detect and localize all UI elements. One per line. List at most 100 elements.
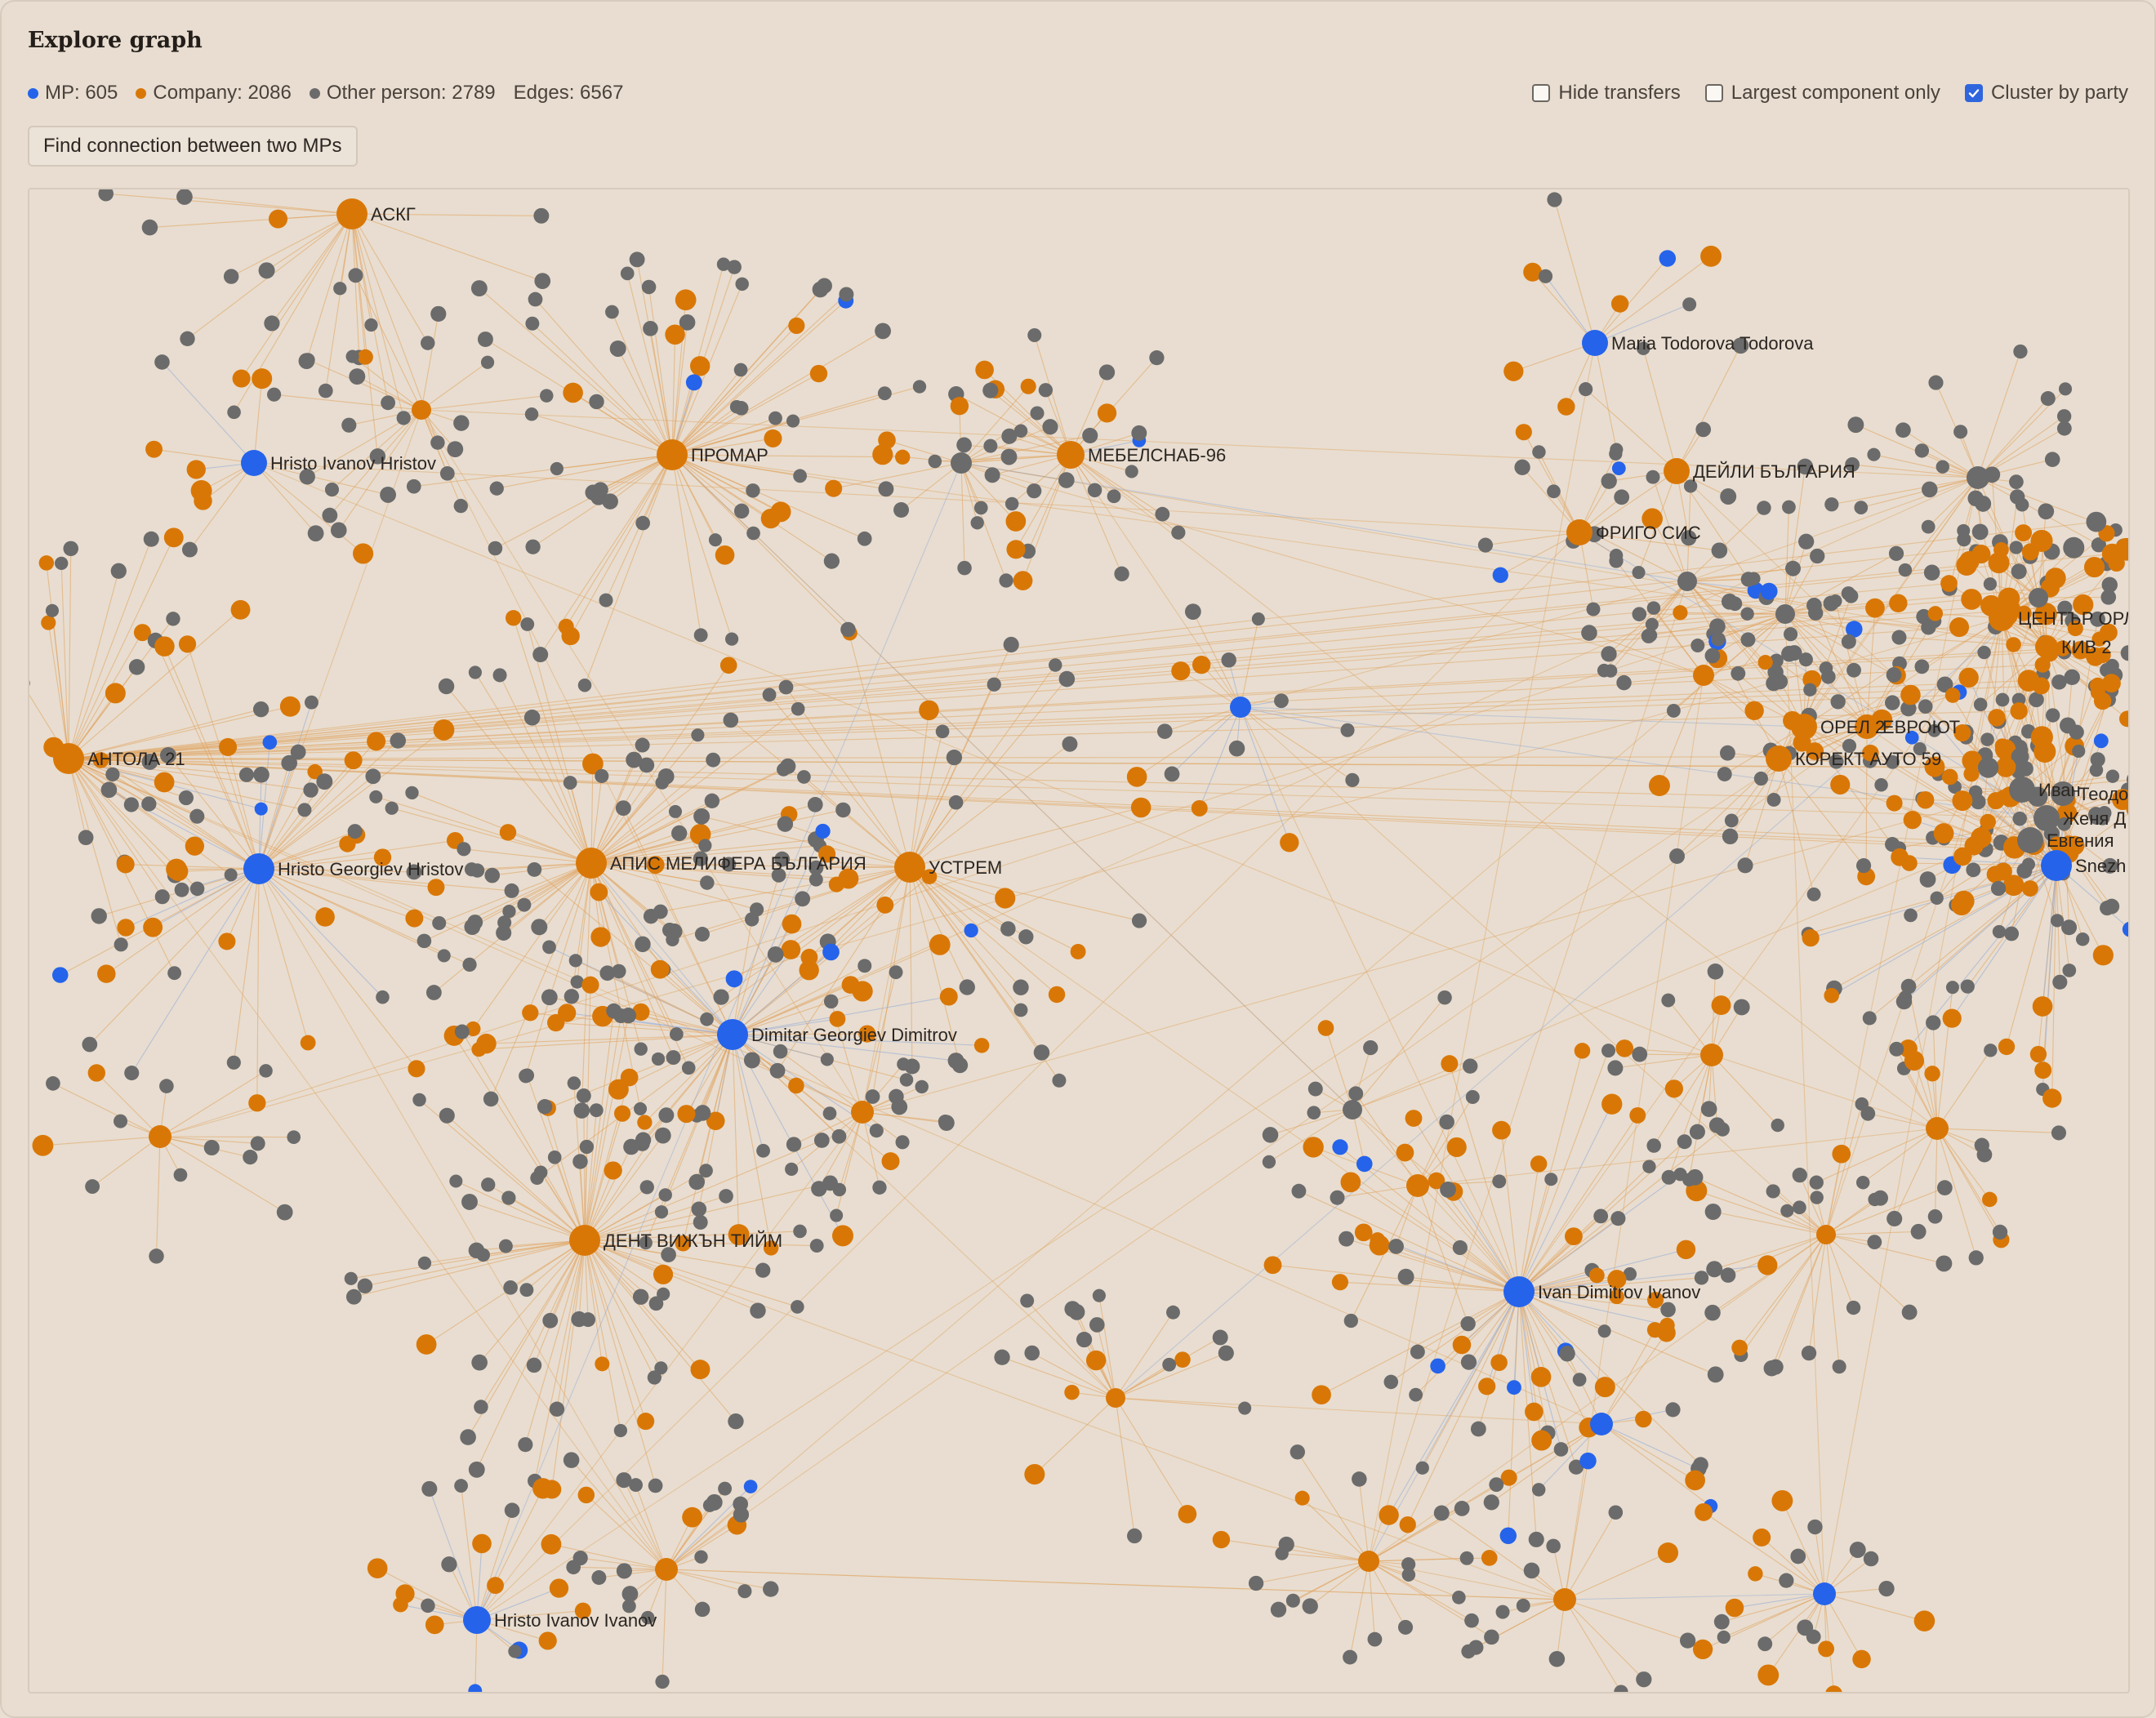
company-node[interactable] <box>841 976 860 995</box>
company-node[interactable] <box>230 599 251 620</box>
cluster-node[interactable] <box>1940 575 1958 592</box>
person-node[interactable] <box>2015 497 2029 512</box>
person-node[interactable] <box>1841 586 1855 601</box>
person-node[interactable] <box>813 1133 830 1148</box>
company-node[interactable] <box>1647 1291 1664 1308</box>
person-node[interactable] <box>746 526 760 541</box>
company-node[interactable] <box>1731 1339 1748 1356</box>
person-node[interactable] <box>2101 576 2118 594</box>
company-node[interactable] <box>541 1533 562 1555</box>
person-node[interactable] <box>78 830 94 846</box>
person-node[interactable] <box>702 1498 717 1512</box>
person-node[interactable] <box>1863 1551 1879 1567</box>
person-node[interactable] <box>1886 667 1902 683</box>
company-node[interactable] <box>472 1533 492 1554</box>
company-node[interactable] <box>2112 789 2128 811</box>
person-node[interactable] <box>303 782 318 798</box>
person-node[interactable] <box>786 414 800 428</box>
person-node[interactable] <box>437 949 451 963</box>
person-node[interactable] <box>304 695 318 710</box>
person-node[interactable] <box>1976 1146 1993 1163</box>
company-node[interactable] <box>858 1025 876 1043</box>
person-node[interactable] <box>166 612 180 626</box>
person-node[interactable] <box>1669 848 1686 865</box>
company-node[interactable] <box>1904 1050 1925 1071</box>
company-node[interactable] <box>1862 744 1879 762</box>
company-node[interactable] <box>728 1224 750 1246</box>
person-node[interactable] <box>1171 525 1186 540</box>
person-node[interactable] <box>947 1053 964 1069</box>
person-node[interactable] <box>457 842 471 857</box>
person-node[interactable] <box>1291 1183 1307 1199</box>
person-node[interactable] <box>1459 1551 1474 1565</box>
person-node[interactable] <box>1977 645 1991 660</box>
person-node[interactable] <box>1724 813 1739 828</box>
person-node[interactable] <box>1953 425 1968 439</box>
person-node[interactable] <box>735 277 749 292</box>
cluster-node[interactable] <box>1962 750 1983 772</box>
person-node[interactable] <box>542 940 556 955</box>
mp-node-hub[interactable] <box>1813 1582 1836 1605</box>
person-node[interactable] <box>1463 1058 1478 1074</box>
person-node[interactable] <box>1367 1631 1383 1647</box>
person-node[interactable] <box>430 435 445 450</box>
person-node[interactable] <box>2011 563 2027 580</box>
person-node[interactable] <box>1068 1304 1085 1320</box>
company-node[interactable] <box>1594 1377 1615 1398</box>
person-node[interactable] <box>1221 652 1236 668</box>
person-node[interactable] <box>1609 447 1623 461</box>
person-node[interactable] <box>893 502 910 518</box>
largest-component-label[interactable]: Largest component only <box>1731 82 1940 104</box>
person-node[interactable] <box>2021 857 2035 871</box>
person-node[interactable] <box>599 965 616 981</box>
company-node[interactable] <box>2034 1062 2052 1079</box>
company-node[interactable] <box>929 934 951 955</box>
person-node[interactable] <box>718 1481 733 1496</box>
person-node[interactable] <box>1614 1685 1628 1692</box>
person-node[interactable] <box>733 1496 749 1512</box>
person-node[interactable] <box>2072 744 2086 759</box>
company-node[interactable] <box>1048 986 1066 1004</box>
person-node[interactable] <box>635 737 650 753</box>
person-node[interactable] <box>441 1556 457 1573</box>
person-node[interactable] <box>807 797 823 812</box>
person-node[interactable] <box>809 1239 824 1253</box>
person-node[interactable] <box>700 1012 714 1026</box>
company-node[interactable] <box>499 824 517 841</box>
company-node[interactable] <box>1530 1155 1548 1173</box>
person-node[interactable] <box>733 363 748 377</box>
cluster-node[interactable] <box>2099 623 2118 642</box>
person-node[interactable] <box>699 1164 713 1178</box>
cluster-node[interactable] <box>1996 790 2011 805</box>
company-node[interactable] <box>1830 774 1851 795</box>
person-node[interactable] <box>1957 532 1971 547</box>
person-node[interactable] <box>1782 500 1796 514</box>
person-node[interactable] <box>2056 421 2072 436</box>
person-node[interactable] <box>405 786 419 800</box>
person-node[interactable] <box>347 824 363 839</box>
person-node[interactable] <box>1884 695 1900 710</box>
person-node[interactable] <box>381 395 396 411</box>
person-node[interactable] <box>984 467 1000 483</box>
person-node[interactable] <box>1891 630 1907 645</box>
person-node[interactable] <box>899 1073 914 1087</box>
person-node[interactable] <box>763 1581 779 1597</box>
cluster-node[interactable] <box>2006 637 2021 652</box>
company-node[interactable] <box>595 1356 610 1372</box>
person-node-hub[interactable] <box>1343 1100 1362 1119</box>
company-node[interactable] <box>1891 848 1909 866</box>
person-node[interactable] <box>2013 344 2028 359</box>
person-node[interactable] <box>1990 880 2007 897</box>
person-node[interactable] <box>1806 598 1822 613</box>
person-node[interactable] <box>1087 483 1102 498</box>
person-node[interactable] <box>1904 908 1918 923</box>
cluster-node[interactable] <box>1944 688 1961 703</box>
mp-node[interactable] <box>1659 250 1677 267</box>
person-node[interactable] <box>1910 1223 1927 1240</box>
person-node[interactable] <box>287 1130 301 1144</box>
person-node[interactable] <box>2056 409 2072 424</box>
person-node[interactable] <box>1608 1505 1624 1520</box>
person-node[interactable] <box>1410 1344 1425 1360</box>
person-node[interactable] <box>1492 1174 1507 1189</box>
